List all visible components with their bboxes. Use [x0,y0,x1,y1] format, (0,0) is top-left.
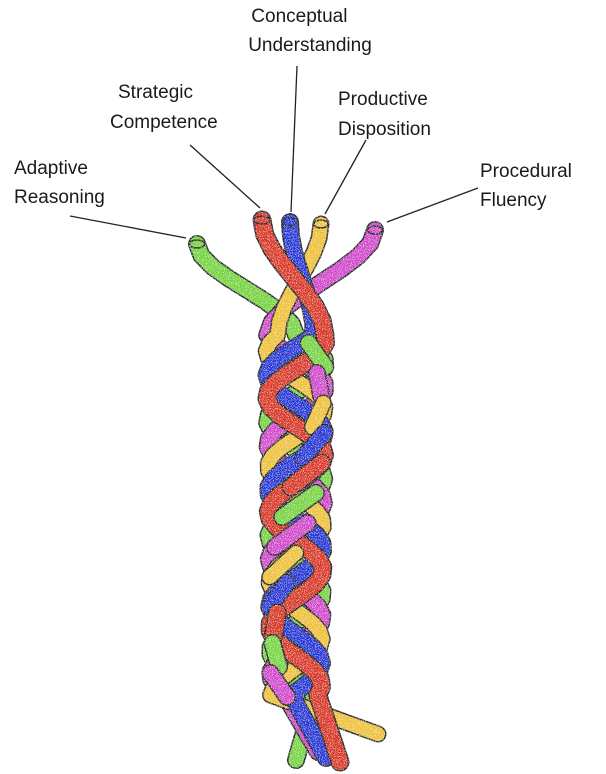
label-adaptive-reasoning: Adaptive Reasoning [14,158,105,208]
leader-line-adaptive [70,216,186,238]
braid-crossing [273,613,277,637]
leader-line-strategic [190,145,260,208]
strand-end-procedural [368,226,383,234]
label-strategic-competence: Strategic Competence [110,82,218,133]
strand-end-adaptive [190,240,205,248]
braid-crossing [317,373,321,397]
braid [190,216,383,762]
braid-crossing [273,643,280,667]
label-procedural-fluency: Procedural Fluency [480,161,577,211]
strand-end-productive [314,220,328,228]
strand-end-strategic [283,218,298,226]
leader-line-conceptual [291,66,297,212]
label-productive-disposition: Productive Disposition [338,89,433,140]
label-conceptual-understanding: Conceptual Understanding [248,6,372,56]
leader-line-procedural [387,188,478,222]
leader-line-productive [325,140,366,214]
strand-end-conceptual [254,216,270,224]
